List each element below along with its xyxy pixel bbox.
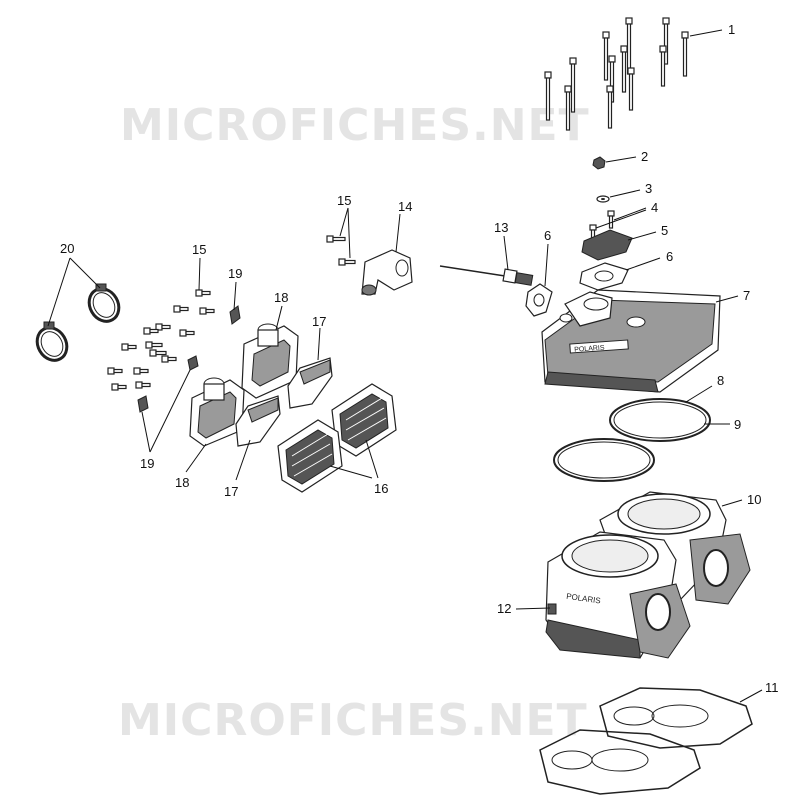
callout-2: 2 [641, 149, 648, 164]
callout-6-right: 6 [666, 249, 673, 264]
head-bolts [544, 17, 689, 131]
head-stamp: POLARIS [574, 345, 605, 354]
hose-clamps [35, 283, 121, 362]
callout-7: 7 [743, 288, 750, 303]
callout-5: 5 [661, 223, 668, 238]
callout-4: 4 [651, 200, 658, 215]
callout-16: 16 [374, 481, 388, 496]
elbow-screws [326, 235, 356, 266]
water-outlet-elbow [361, 249, 413, 296]
callout-15-left: 15 [192, 242, 206, 257]
callout-10: 10 [747, 492, 761, 507]
watermark-top: MICROFICHES.NET [120, 100, 590, 151]
callout-9: 9 [734, 417, 741, 432]
callout-18-lower: 18 [175, 475, 189, 490]
callout-1: 1 [728, 22, 735, 37]
watermark-bottom: MICROFICHES.NET [118, 695, 588, 746]
callout-12: 12 [497, 601, 511, 616]
callout-19-upper: 19 [228, 266, 242, 281]
callout-20: 20 [60, 241, 74, 256]
cylinder-head: POLARIS [541, 289, 721, 393]
base-gasket-lower [539, 729, 701, 795]
reed-adapter-upper [241, 323, 299, 399]
callout-8: 8 [717, 373, 724, 388]
callout-3: 3 [645, 181, 652, 196]
reed-stuffer-lower [235, 395, 281, 447]
nut-icon [592, 156, 606, 170]
callout-17-lower: 17 [224, 484, 238, 499]
temperature-sensor [439, 265, 534, 286]
callout-14: 14 [398, 199, 412, 214]
head-gasket-upper [609, 398, 711, 442]
reed-stuffer-upper [287, 357, 333, 409]
callout-6-left: 6 [544, 228, 551, 243]
reed-screws [107, 289, 215, 391]
callout-11: 11 [765, 680, 779, 695]
reed-valve-lower [277, 419, 343, 493]
thermostat-cover [581, 229, 633, 261]
reed-valve-upper [331, 383, 397, 457]
hose-clips [137, 305, 241, 413]
callout-13: 13 [494, 220, 508, 235]
base-gasket-upper [599, 687, 753, 749]
cylinder-front: POLARIS [545, 531, 691, 659]
callout-15-upper: 15 [337, 193, 351, 208]
head-gasket-lower [553, 438, 655, 482]
callout-18-upper: 18 [274, 290, 288, 305]
callout-17-upper: 17 [312, 314, 326, 329]
reed-adapter-lower [189, 377, 245, 447]
callout-19-lower: 19 [140, 456, 154, 471]
